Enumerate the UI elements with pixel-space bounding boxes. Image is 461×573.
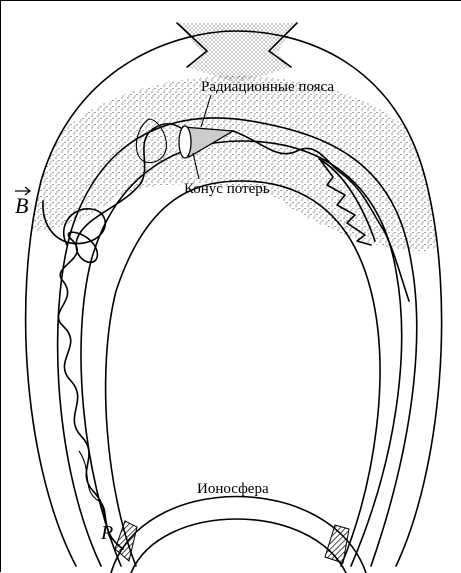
radiation-belts-label: Радиационные пояса — [201, 79, 334, 95]
precipitation-region-right — [325, 525, 349, 563]
ionosphere-outer-arc — [111, 497, 366, 573]
earth-arc — [131, 519, 346, 573]
ionosphere-label: Ионосфера — [197, 481, 269, 497]
field-vector-symbol: B — [15, 193, 28, 218]
solar-wind-funnel — [177, 23, 297, 83]
region-r-label: R — [100, 522, 113, 544]
loss-cone-label: Конус потерь — [184, 181, 270, 197]
inner-field-line — [106, 181, 380, 566]
field-vector-label: B — [15, 187, 30, 218]
